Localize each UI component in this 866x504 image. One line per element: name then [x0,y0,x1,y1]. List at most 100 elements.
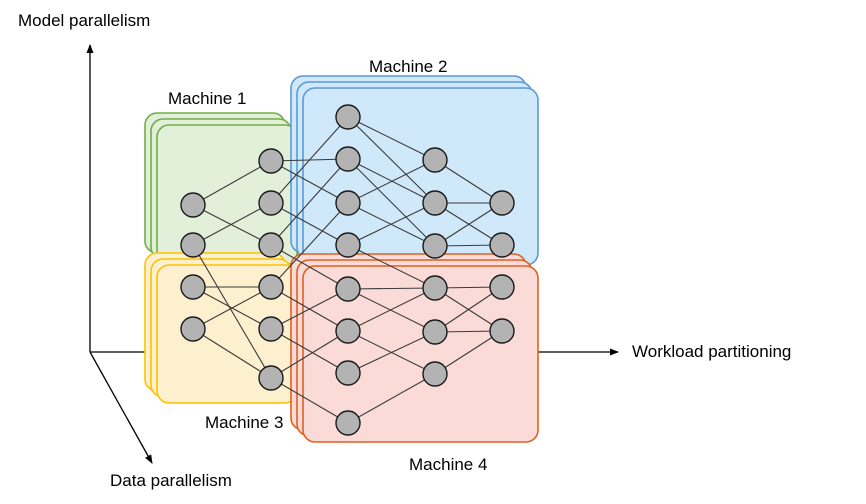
network-edge [270,116,349,204]
node-circle [422,361,448,387]
network-node[interactable] [422,233,448,259]
network-edge [434,330,503,375]
network-node[interactable] [258,274,284,300]
node-circle [258,232,284,258]
network-edge [434,159,503,204]
network-edge [434,286,503,333]
machine-card-front-machine-4 [302,265,539,443]
network-node[interactable] [489,232,515,258]
machine-label-machine-1: Machine 1 [168,89,246,108]
node-circle [335,318,361,344]
node-circle [422,147,448,173]
node-circle [335,232,361,258]
network-edge [347,159,436,204]
node-circle [180,316,206,342]
node-circle [258,190,284,216]
network-node[interactable] [335,190,361,216]
node-circle [489,190,515,216]
node-circle [258,316,284,342]
network-node[interactable] [422,319,448,345]
machine-label-machine-2: Machine 2 [369,57,447,76]
network-node[interactable] [180,192,206,218]
machine-label-machine-4: Machine 4 [409,455,487,474]
node-circle [335,410,361,436]
network-node[interactable] [180,316,206,342]
network-node[interactable] [489,190,515,216]
network-edge [347,158,436,247]
labels-group: Machine 1 Machine 2 Machine 3 Machine 4 Mode… [18,11,791,490]
network-edge [192,204,272,246]
node-circle [422,275,448,301]
node-circle [258,365,284,391]
network-node[interactable] [258,232,284,258]
network-edge [192,160,272,206]
network-edge [347,202,436,246]
network-edge [347,116,436,204]
network-edge [270,328,349,374]
network-edge [347,331,436,374]
network-edge [270,244,349,290]
node-circle [335,190,361,216]
network-node[interactable] [258,190,284,216]
network-node[interactable] [335,318,361,344]
network-node[interactable] [180,274,206,300]
node-circle [258,274,284,300]
diagonal-axis-line [89,351,153,464]
network-nodes-group [180,104,515,436]
network-edge [347,116,436,161]
network-edges-group [192,116,503,424]
network-edge [270,288,349,330]
network-node[interactable] [335,232,361,258]
network-edge [347,287,436,290]
node-circle [180,192,206,218]
network-node[interactable] [335,360,361,386]
network-node[interactable] [335,410,361,436]
network-node[interactable] [335,146,361,172]
network-node[interactable] [335,104,361,130]
network-edge [347,373,436,424]
node-circle [422,190,448,216]
network-node[interactable] [335,276,361,302]
network-node[interactable] [258,148,284,174]
network-node[interactable] [180,232,206,258]
node-circle [489,274,515,300]
node-circle [335,146,361,172]
node-circle [422,319,448,345]
network-node[interactable] [258,316,284,342]
axis-label-data-parallelism: Data parallelism [110,471,232,490]
network-edge [192,328,272,379]
network-node[interactable] [489,318,515,344]
network-edge [270,158,349,246]
network-node[interactable] [489,274,515,300]
network-edge [192,244,272,379]
network-node[interactable] [422,190,448,216]
network-node[interactable] [258,365,284,391]
network-node[interactable] [422,275,448,301]
network-edge [270,377,349,424]
node-circle [180,274,206,300]
network-edge [192,286,272,330]
node-circle [258,148,284,174]
node-circle [335,360,361,386]
network-edge [270,330,349,379]
machine-label-machine-3: Machine 3 [205,413,283,432]
network-edge [192,202,272,246]
network-edge [347,287,436,332]
node-circle [489,318,515,344]
node-circle [335,276,361,302]
network-edge [270,202,349,288]
network-edge [347,244,436,289]
axis-label-workload-partitioning: Workload partitioning [632,342,791,361]
axis-label-model-parallelism: Model parallelism [18,11,150,30]
network-edge [270,202,349,246]
network-edge [434,202,503,247]
node-circle [180,232,206,258]
node-circle [489,232,515,258]
network-edge [270,160,349,204]
machine-boxes-group [144,75,539,443]
node-circle [335,104,361,130]
network-node[interactable] [422,361,448,387]
network-node[interactable] [422,147,448,173]
